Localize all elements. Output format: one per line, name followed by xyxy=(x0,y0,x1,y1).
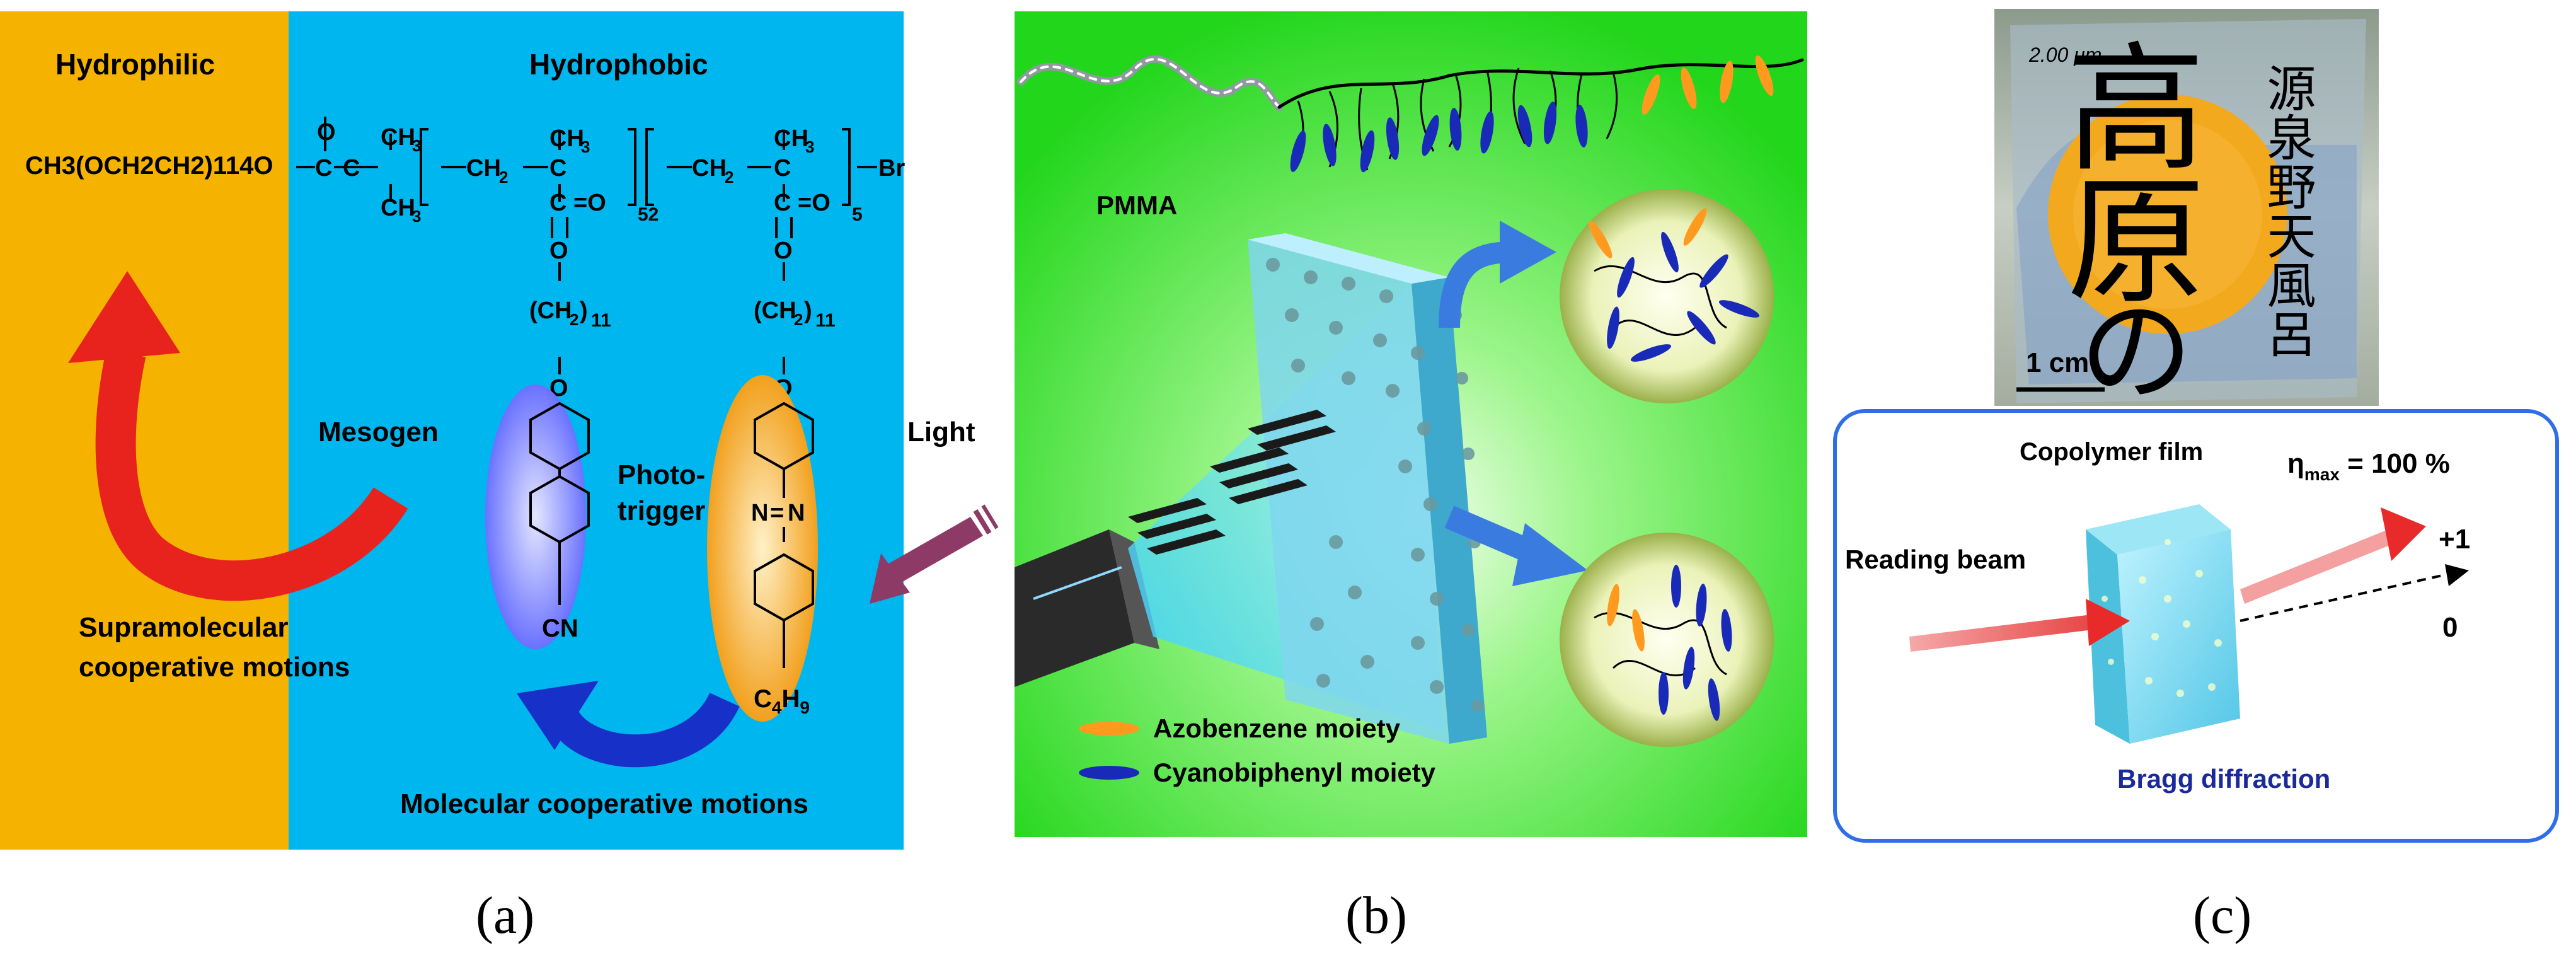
scale-bar-label: 1 cm xyxy=(2026,347,2089,378)
reading-beam-arrow xyxy=(1909,599,2130,652)
panel-a: Hydrophilic Hydrophobic CH3(OCH2CH2)114O xyxy=(0,11,999,945)
trigger-label: trigger xyxy=(618,495,705,526)
svg-text:C: C xyxy=(549,155,566,182)
legend-azo-label: Azobenzene moiety xyxy=(1153,713,1401,743)
pmma-label: PMMA xyxy=(1096,190,1177,220)
order-0-label: 0 xyxy=(2442,612,2458,643)
svg-text:3: 3 xyxy=(805,137,814,156)
svg-text:C: C xyxy=(549,190,566,216)
molecular-label: Molecular cooperative motions xyxy=(400,788,808,819)
repeat-5-subscript: 5 xyxy=(852,204,863,225)
eta-max-label: ηmax = 100 % xyxy=(2287,448,2450,484)
backbone-atoms: O C C CH3 CH3 CH2 C CH3 C =O O CH2 C CH3… xyxy=(315,119,836,401)
svg-text:=O: =O xyxy=(798,190,831,216)
svg-text:=: = xyxy=(770,500,784,526)
svg-text:N: N xyxy=(751,500,768,526)
bromine-label: Br xyxy=(878,155,905,182)
supramolecular-label-1: Supramolecular xyxy=(79,612,289,643)
svg-text:CH: CH xyxy=(466,155,501,182)
copolymer-film-label: Copolymer film xyxy=(2020,438,2203,466)
legend-cyano-label: Cyanobiphenyl moiety xyxy=(1153,758,1436,787)
phototrigger-ellipse xyxy=(707,375,818,722)
legend-azo-swatch xyxy=(1079,722,1139,736)
molecular-order-circle-top xyxy=(1560,189,1774,403)
kanji-large-3: の xyxy=(2079,290,2193,415)
svg-text:2: 2 xyxy=(794,310,803,329)
caption-c: (c) xyxy=(2193,886,2251,945)
svg-text:C: C xyxy=(343,155,360,182)
panel-c: 2.00 μm 高 原 の 源泉野天風呂 1 cm Copolymer film… xyxy=(1833,9,2559,945)
svg-text:): ) xyxy=(580,297,588,324)
panel-b: PMMA xyxy=(1015,11,1807,945)
strand-mesogens xyxy=(1290,55,1774,173)
svg-text:C: C xyxy=(774,155,791,182)
svg-text:CH: CH xyxy=(774,125,808,152)
svg-text:2: 2 xyxy=(499,168,508,187)
legend-cyano-swatch xyxy=(1079,766,1139,780)
svg-text:11: 11 xyxy=(591,310,611,331)
svg-text:O: O xyxy=(317,119,336,146)
film-block xyxy=(2086,504,2240,744)
svg-text:CH: CH xyxy=(549,125,584,152)
svg-text:C: C xyxy=(315,155,332,182)
kanji-large-1: 高 xyxy=(2067,34,2205,188)
mesogen-label: Mesogen xyxy=(318,417,439,448)
azobenzene-structure xyxy=(754,401,814,668)
laser-device xyxy=(1015,529,1159,687)
polymer-backbone xyxy=(296,117,877,374)
cyano-label: CN xyxy=(542,615,578,642)
output-arrow-bottom xyxy=(1444,505,1588,586)
sample-photo xyxy=(1994,9,2379,406)
bragg-diffraction-label: Bragg diffraction xyxy=(2117,764,2330,794)
kanji-column: 源泉野天風呂 xyxy=(2260,63,2315,358)
caption-a: (a) xyxy=(476,886,534,945)
svg-text:CH: CH xyxy=(381,124,415,151)
light-arrow xyxy=(870,504,999,604)
light-label: Light xyxy=(907,417,975,448)
biphenyl-structure xyxy=(529,401,590,605)
supramolecular-arrow xyxy=(68,271,408,601)
svg-text:(CH: (CH xyxy=(529,297,572,324)
interference-fringes xyxy=(1128,410,1336,555)
peg-chain-label: CH3(OCH2CH2)114O xyxy=(25,152,273,180)
azo-nitrogens: N=N xyxy=(751,500,805,526)
caption-b: (b) xyxy=(1345,886,1407,945)
photo-label: Photo- xyxy=(618,459,705,490)
molecular-order-circle-bottom xyxy=(1560,533,1774,747)
svg-text:=O: =O xyxy=(573,190,606,216)
diffracted-beam-plus1 xyxy=(2240,507,2426,604)
svg-text:2: 2 xyxy=(570,310,578,329)
reading-beam-label: Reading beam xyxy=(1845,545,2026,574)
molecular-arrow xyxy=(517,681,740,768)
repeat-52-subscript: 52 xyxy=(638,204,658,225)
kanji-large-2: 原 xyxy=(2067,166,2205,320)
svg-text:O: O xyxy=(549,238,568,264)
hydrophilic-region xyxy=(0,11,289,850)
svg-text:CH: CH xyxy=(692,155,727,182)
svg-text:3: 3 xyxy=(412,136,421,155)
order-plus1-label: +1 xyxy=(2439,524,2470,555)
hydrophilic-label: Hydrophilic xyxy=(55,48,215,81)
supramolecular-label-2: cooperative motions xyxy=(79,652,350,683)
transmitted-beam-0 xyxy=(2240,564,2469,622)
svg-text:2: 2 xyxy=(725,168,733,187)
svg-text:3: 3 xyxy=(412,207,421,226)
film-block-dots xyxy=(2102,539,2222,697)
film-dots xyxy=(1266,258,1484,712)
svg-text:CH: CH xyxy=(381,195,415,221)
photo-thickness-label: 2.00 μm xyxy=(2028,43,2102,66)
svg-text:): ) xyxy=(804,297,812,324)
mesogen-ellipse xyxy=(485,384,586,649)
svg-text:N: N xyxy=(788,500,805,526)
svg-text:3: 3 xyxy=(581,137,590,156)
output-arrow-top xyxy=(1439,221,1556,328)
hydrophobic-label: Hydrophobic xyxy=(529,48,708,81)
svg-text:(CH: (CH xyxy=(754,297,796,324)
svg-text:11: 11 xyxy=(815,310,836,331)
svg-text:O: O xyxy=(774,238,793,264)
svg-text:C: C xyxy=(774,190,791,216)
